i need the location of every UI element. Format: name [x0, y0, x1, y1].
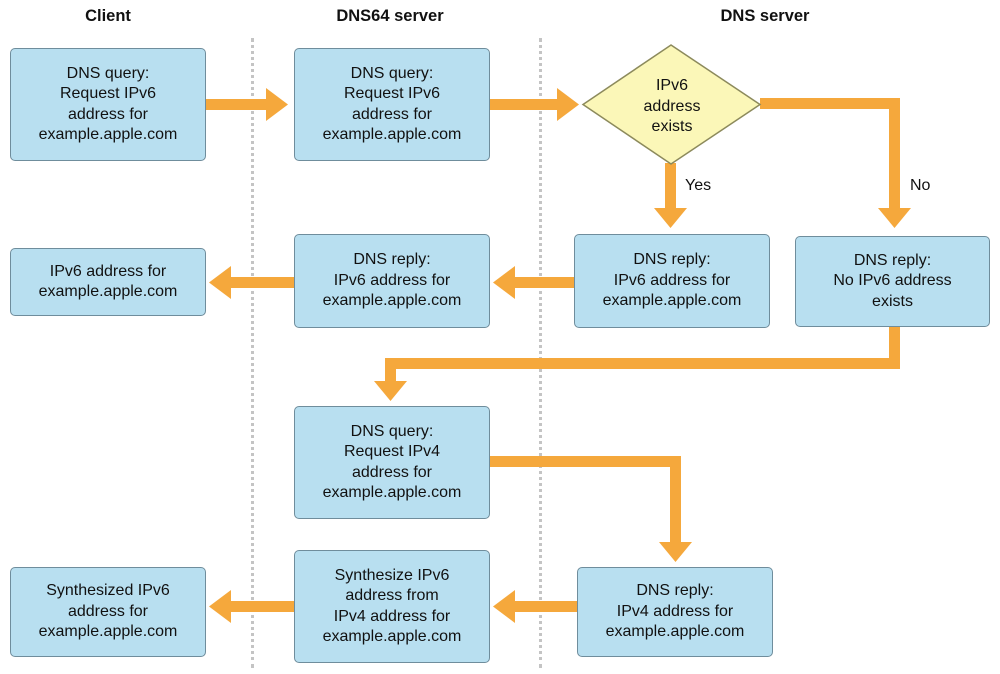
arrowhead-ipv4reply-to-synth [493, 590, 515, 623]
arrowhead-noreply [374, 381, 407, 401]
arrow-ipv4query-across [490, 456, 681, 467]
arrow-decision-yes [665, 163, 676, 211]
dns64-reply-ipv6-box: DNS reply: IPv6 address for example.appl… [294, 234, 490, 328]
arrow-noreply-across [385, 358, 900, 369]
arrow-client-to-dns64 [206, 99, 269, 110]
arrow-dns64reply-to-client [229, 277, 294, 288]
box-line: exists [872, 292, 913, 310]
arrowhead-dns64-to-decision [557, 88, 579, 121]
box-line: example.apple.com [605, 623, 745, 641]
box-line: example.apple.com [38, 126, 178, 143]
box-line: address for [351, 105, 433, 123]
box-line: address for [351, 463, 433, 481]
box-line: DNS query: [350, 422, 434, 440]
decision-line: exists [651, 118, 693, 135]
arrow-ipv4reply-to-synth [513, 601, 577, 612]
arrow-noreply-drop [385, 358, 396, 384]
box-line: example.apple.com [322, 292, 462, 310]
dns64-dns-query-box: DNS query: Request IPv6 address for exam… [294, 48, 490, 161]
arrow-ipv4query-down [670, 456, 681, 545]
box-line: example.apple.com [322, 628, 462, 645]
box-line: address for [67, 602, 149, 620]
box-line: address for [67, 105, 149, 123]
box-line: DNS query: [350, 64, 434, 82]
column-header-dns64-server: DNS64 server [336, 7, 444, 25]
arrow-synth-to-client [229, 601, 294, 612]
box-line: example.apple.com [322, 484, 462, 501]
box-line: DNS reply: [853, 251, 932, 269]
arrow-decision-no-horizontal [760, 98, 900, 109]
box-line: IPv6 address for [333, 271, 451, 289]
box-line: example.apple.com [602, 292, 742, 310]
box-line: address from [345, 587, 439, 604]
client-ipv6-address-box: IPv6 address for example.apple.com [10, 248, 206, 316]
arrow-dnsreply-to-dns64reply [513, 277, 574, 288]
label-no: No [910, 177, 931, 194]
dns64-query-ipv4-box: DNS query: Request IPv4 address for exam… [294, 406, 490, 519]
arrowhead-ipv4query [659, 542, 692, 562]
box-line: IPv4 address for [333, 607, 451, 625]
column-header-dns-server: DNS server [720, 7, 810, 25]
arrowhead-dnsreply-to-dns64reply [493, 266, 515, 299]
box-line: DNS reply: [636, 582, 714, 600]
dns-reply-ipv4-box: DNS reply: IPv4 address for example.appl… [577, 567, 773, 657]
client-synthesized-ipv6-box: Synthesized IPv6 address for example.app… [10, 567, 206, 657]
box-line: example.apple.com [38, 283, 178, 300]
box-line: Synthesize IPv6 [334, 566, 450, 584]
decision-line: address [643, 97, 701, 115]
box-line: Synthesized IPv6 [46, 582, 170, 600]
arrowhead-decision-yes [654, 208, 687, 228]
dns-reply-no-ipv6-box: DNS reply: No IPv6 address exists [795, 236, 990, 327]
lane-divider-client-dns64 [251, 38, 254, 668]
decision-ipv6-exists: IPv6 address exists [612, 76, 732, 138]
arrow-dns64-to-decision [490, 99, 559, 110]
box-line: DNS query: [66, 64, 150, 82]
box-line: Request IPv6 [59, 85, 157, 102]
box-line: IPv4 address for [616, 602, 734, 620]
box-line: DNS reply: [353, 251, 431, 269]
client-dns-query-box: DNS query: Request IPv6 address for exam… [10, 48, 206, 161]
dns-reply-ipv6-box: DNS reply: IPv6 address for example.appl… [574, 234, 770, 328]
arrow-noreply-down [889, 327, 900, 369]
box-line: DNS reply: [633, 251, 711, 269]
arrowhead-client-to-dns64 [266, 88, 288, 121]
box-line: IPv6 address for [49, 262, 167, 280]
box-line: IPv6 address for [613, 271, 731, 289]
dns64-synthesize-box: Synthesize IPv6 address from IPv4 addres… [294, 550, 490, 663]
column-header-client: Client [85, 7, 131, 25]
arrowhead-decision-no [878, 208, 911, 228]
box-line: example.apple.com [322, 126, 462, 143]
arrow-decision-no-vertical [889, 98, 900, 211]
box-line: example.apple.com [38, 623, 178, 641]
arrowhead-synth-to-client [209, 590, 231, 623]
lane-divider-dns64-dns [539, 38, 542, 668]
decision-line: IPv6 [655, 77, 688, 94]
decision-diamond [581, 44, 762, 165]
box-line: Request IPv6 [343, 85, 441, 102]
label-yes: Yes [685, 177, 712, 194]
box-line: No IPv6 address [833, 272, 952, 290]
arrowhead-dns64reply-to-client [209, 266, 231, 299]
box-line: Request IPv4 [343, 443, 441, 460]
